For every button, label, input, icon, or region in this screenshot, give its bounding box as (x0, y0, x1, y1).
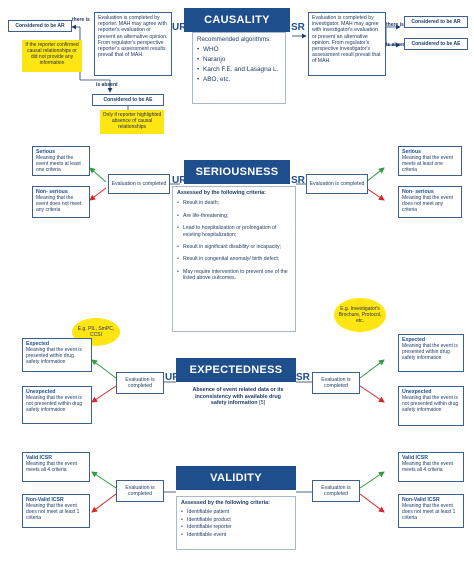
validity-criteria-list: Identifiable patient Identifiable produc… (181, 509, 291, 538)
bubble-investigator-brochure: E.g. Investigator's Brochure, Protocol, … (334, 298, 386, 332)
left-considered-ae: Considered to be AE (92, 94, 164, 106)
right-there-is-label: there is (386, 22, 404, 28)
algorithm-item: WHO (197, 46, 281, 54)
seriousness-eval-left: Evaluation is completed (108, 174, 170, 194)
expectedness-eval-left: Evaluation is completed (116, 372, 164, 394)
algorithm-item: Naranjo (197, 56, 281, 64)
left-unexpected-box: Unexpected Meaning that the event is not… (22, 386, 92, 424)
seriousness-criteria-header: Assessed by the following criteria: (177, 190, 266, 196)
left-unexpected-title: Unexpected (26, 389, 56, 395)
expectedness-center-panel: Absence of event related data or its inc… (188, 384, 288, 414)
right-nonserious-text: Meaning that the event does not meet any… (402, 195, 453, 213)
right-unexpected-title: Unexpected (402, 389, 432, 395)
seriousness-banner: SERIOUSNESS (184, 160, 290, 184)
seriousness-criterion: Result in congenital anomaly/ birth defe… (177, 256, 291, 263)
validity-criteria-header: Assessed by the following criteria: (181, 500, 270, 506)
yellow-note-absence-causal: Only if reporter highlighted absence of … (100, 110, 164, 134)
right-serious-text: Meaning that the event meets at least on… (402, 155, 453, 173)
left-considered-ar: Considered to be AR (8, 20, 72, 32)
left-nonserious-title: Non- serious (36, 189, 68, 195)
right-nonserious-box: Non- serious Meaning that the event does… (398, 186, 462, 218)
seriousness-criterion: Lead to hospitalization or prolongation … (177, 225, 291, 238)
seriousness-criterion: Are life-threatening; (177, 213, 291, 220)
right-valid-icsr-box: Valid ICSR Meaning that the event meets … (398, 452, 464, 482)
validity-eval-left: Evaluation is completed (116, 480, 164, 502)
left-expected-title: Expected (26, 341, 50, 347)
expectedness-ref: [5] (259, 400, 266, 406)
seriousness-sr-label: SR (291, 175, 305, 186)
expectedness-ur-label: UR (165, 372, 180, 383)
algorithm-item: ABO, etc. (197, 76, 281, 84)
left-nonvalid-text: Meaning that the event does not meet at … (26, 503, 80, 521)
causality-banner: CAUSALITY (184, 8, 290, 32)
right-considered-ar: Considered to be AR (404, 16, 468, 28)
left-nonvalid-icsr-box: Non-Valid ICSR Meaning that the event do… (22, 494, 90, 528)
causality-ur-label: UR (172, 22, 187, 33)
right-nonvalid-text: Meaning that the event does not meet at … (402, 503, 456, 521)
seriousness-ur-label: UR (172, 175, 187, 186)
right-valid-title: Valid ICSR (402, 455, 428, 461)
investigator-evaluation-box: Evaluation is completed by investigator.… (308, 12, 386, 76)
validity-criterion: Identifiable event (181, 532, 291, 539)
right-serious-title: Serious (402, 149, 422, 155)
left-expected-text: Meaning that the event is presented with… (26, 347, 82, 365)
left-is-absent-label: is absent (96, 82, 118, 88)
left-nonserious-box: Non- serious Meaning that the event does… (32, 186, 90, 218)
expectedness-banner: EXPECTEDNESS (176, 358, 296, 382)
left-expected-box: Expected Meaning that the event is prese… (22, 338, 92, 372)
seriousness-criterion: May require intervention to prevent one … (177, 269, 291, 282)
validity-eval-right: Evaluation is completed (312, 480, 360, 502)
expectedness-eval-right: Evaluation is completed (312, 372, 360, 394)
causality-sr-label: SR (291, 22, 305, 33)
yellow-note-confirmed-causal: If the reporter confirmed causal relatio… (22, 40, 82, 72)
right-expected-text: Meaning that the event is presented with… (402, 343, 458, 361)
validity-banner: VALIDITY (176, 466, 296, 490)
left-valid-title: Valid ICSR (26, 455, 52, 461)
causality-algorithms-panel: Recommended algorithms: WHO Naranjo Karc… (192, 32, 286, 104)
expectedness-sr-label: SR (296, 372, 310, 383)
right-nonvalid-title: Non-Valid ICSR (402, 497, 440, 503)
reporter-evaluation-box: Evaluation is completed by reporter. MAH… (94, 12, 172, 76)
validity-criteria-panel: Assessed by the following criteria: Iden… (176, 496, 296, 550)
right-nonvalid-icsr-box: Non-Valid ICSR Meaning that the event do… (398, 494, 464, 528)
seriousness-criteria-list: Result in death; Are life-threatening; L… (177, 200, 291, 281)
left-serious-title: Serious (36, 149, 56, 155)
expectedness-center-text: Absence of event related data or its inc… (192, 387, 284, 406)
right-expected-box: Expected Meaning that the event is prese… (398, 334, 464, 372)
right-considered-ae: Considered to be AE (404, 38, 468, 50)
algorithm-item: Karch F.E. and Lasagna L. (197, 66, 281, 74)
left-nonvalid-title: Non-Valid ICSR (26, 497, 64, 503)
right-valid-text: Meaning that the event meets all 4 crite… (402, 461, 453, 473)
left-serious-text: Meaning that the event meets at least on… (36, 155, 81, 173)
right-is-absent-label: is absent (386, 42, 408, 48)
validity-criterion: Identifiable patient (181, 509, 291, 516)
left-unexpected-text: Meaning that the event is not presented … (26, 395, 83, 413)
right-unexpected-box: Unexpected Meaning that the event is not… (398, 386, 464, 426)
right-serious-box: Serious Meaning that the event meets at … (398, 146, 462, 176)
right-expected-title: Expected (402, 337, 426, 343)
left-serious-box: Serious Meaning that the event meets at … (32, 146, 90, 176)
seriousness-criterion: Result in significant disability or inca… (177, 244, 291, 251)
left-valid-icsr-box: Valid ICSR Meaning that the event meets … (22, 452, 90, 482)
validity-criterion: Identifiable reporter (181, 524, 291, 531)
left-there-is-label: there is (72, 17, 90, 23)
algorithms-label: Recommended algorithms: (197, 36, 271, 43)
algorithms-list: WHO Naranjo Karch F.E. and Lasagna L. AB… (197, 46, 281, 84)
seriousness-criteria-panel: Assessed by the following criteria: Resu… (172, 186, 296, 332)
validity-criterion: Identifiable product (181, 517, 291, 524)
right-unexpected-text: Meaning that the event is not presented … (402, 395, 459, 413)
left-valid-text: Meaning that the event meets all 4 crite… (26, 461, 77, 473)
right-nonserious-title: Non- serious (402, 189, 434, 195)
seriousness-criterion: Result in death; (177, 200, 291, 207)
seriousness-eval-right: Evaluation is completed (306, 174, 368, 194)
left-nonserious-text: Meaning that the event does not meet any… (36, 195, 82, 213)
